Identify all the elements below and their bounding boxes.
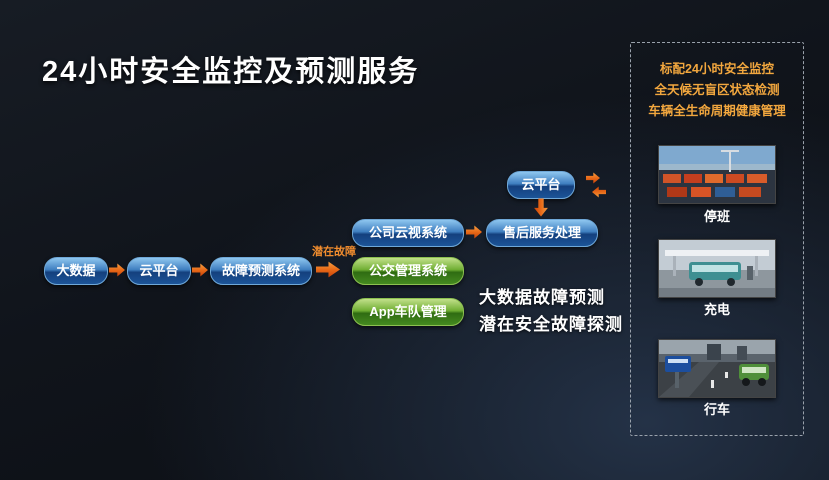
photo-charging-image	[658, 239, 776, 298]
node-cloud-platform-2: 云平台	[507, 171, 575, 199]
arrow-right-icon	[192, 263, 208, 277]
page-title: 24小时安全监控及预测服务	[42, 56, 420, 88]
node-cloud-platform-1: 云平台	[127, 257, 191, 285]
node-aftersale-service: 售后服务处理	[486, 219, 598, 247]
driving-road-illustration	[659, 340, 775, 397]
arrow-right-icon	[586, 172, 600, 184]
photo-driving-image	[658, 339, 776, 398]
panel-line-2: 全天候无盲区状态检测	[654, 83, 780, 97]
arrow-right-icon	[109, 263, 125, 277]
charging-station-illustration	[659, 240, 775, 297]
arrow-right-icon	[466, 225, 482, 239]
node-bus-management-system: 公交管理系统	[352, 257, 464, 285]
panel-line-1: 标配24小时安全监控	[660, 62, 774, 76]
arrow-down-icon	[534, 199, 549, 217]
photo-label-driving: 行车	[703, 402, 730, 417]
arrow-left-icon	[592, 186, 606, 198]
node-fault-prediction: 故障预测系统	[210, 257, 312, 285]
note-potential-fault: 潜在故障	[312, 246, 356, 258]
bus-depot-illustration	[659, 146, 775, 203]
caption-big-data-prediction: 大数据故障预测	[479, 288, 605, 307]
monitoring-panel: 标配24小时安全监控 全天候无盲区状态检测 车辆全生命周期健康管理	[630, 42, 804, 436]
panel-description: 标配24小时安全监控 全天候无盲区状态检测 车辆全生命周期健康管理	[631, 59, 803, 122]
caption-safety-detection: 潜在安全故障探测	[479, 315, 623, 334]
arrow-right-icon	[316, 261, 340, 278]
node-big-data: 大数据	[44, 257, 108, 285]
photo-label-charging: 充电	[703, 302, 730, 317]
node-company-cloud-system: 公司云视系统	[352, 219, 464, 247]
photo-parking-image	[658, 145, 776, 204]
panel-line-3: 车辆全生命周期健康管理	[648, 104, 786, 118]
node-app-fleet-management: App车队管理	[352, 298, 464, 326]
photo-label-parking: 停班	[703, 209, 730, 224]
